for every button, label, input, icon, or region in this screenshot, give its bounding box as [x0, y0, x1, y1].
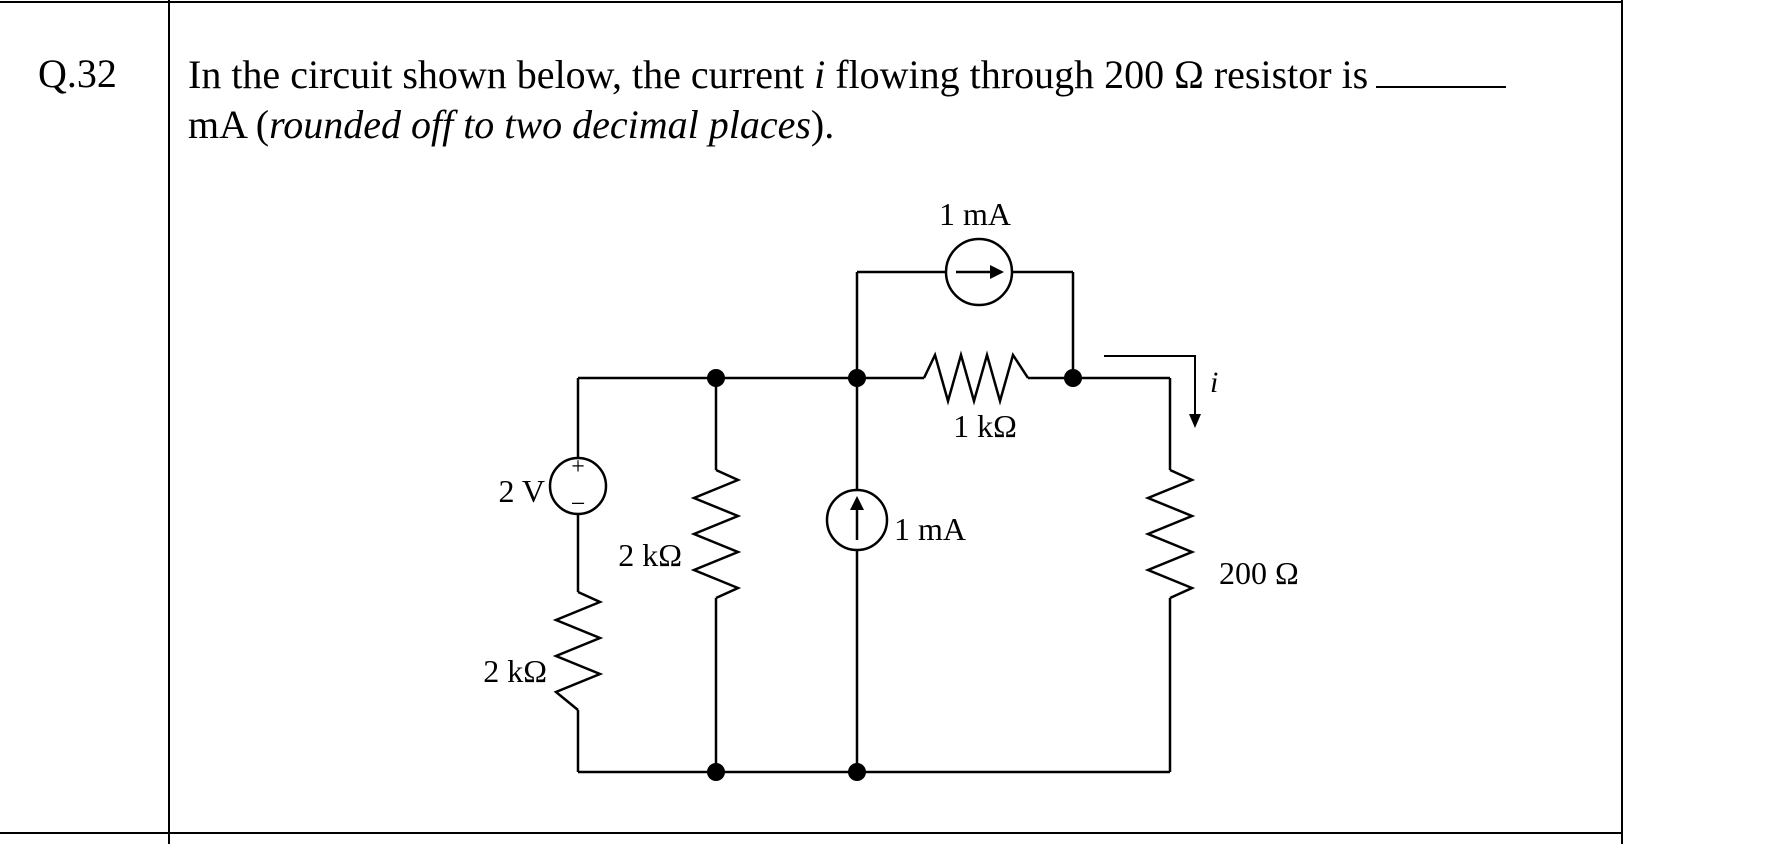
resistor-2k-middle-zigzag — [690, 468, 742, 600]
node-top-center — [848, 369, 866, 387]
voltage-source-2v — [548, 456, 608, 516]
table-row-border — [0, 832, 1623, 834]
node-top-left — [707, 369, 725, 387]
resistor-200-zigzag — [1144, 468, 1196, 600]
question-text-segment: flowing through 200 Ω resistor is — [825, 52, 1369, 97]
label-voltage-source: 2 V — [498, 473, 545, 509]
label-1k-resistor: 1 kΩ — [953, 408, 1017, 444]
question-text-segment: In the circuit shown below, the current — [188, 52, 815, 97]
question-line-2: mA (rounded off to two decimal places). — [188, 100, 1506, 150]
label-left-resistor: 2 kΩ — [483, 653, 547, 689]
column-divider — [168, 0, 170, 844]
label-load-resistor: 200 Ω — [1219, 555, 1299, 591]
circuit-wires — [576, 270, 1172, 774]
question-text: In the circuit shown below, the current … — [188, 50, 1507, 150]
node-bottom-center — [848, 763, 866, 781]
node-bottom-left — [707, 763, 725, 781]
resistor-1k-zigzag — [922, 350, 1030, 406]
current-direction-arrow — [1104, 355, 1201, 428]
current-variable: i — [814, 52, 826, 97]
rounding-instruction: rounded off to two decimal places — [269, 102, 811, 147]
minus-sign: − — [571, 489, 586, 518]
label-current-variable: i — [1210, 366, 1218, 399]
label-top-source: 1 mA — [939, 196, 1011, 232]
answer-blank — [1376, 54, 1507, 88]
resistor-2k-left-zigzag — [552, 590, 604, 711]
arrow-up-icon — [850, 496, 864, 540]
plus-sign: + — [571, 454, 585, 480]
node-top-right — [1064, 369, 1082, 387]
table-top-border — [0, 1, 1623, 3]
arrow-right-icon — [956, 265, 1004, 279]
junction-nodes — [707, 369, 1082, 781]
label-middle-resistor: 2 kΩ — [618, 537, 682, 573]
label-center-source: 1 mA — [894, 511, 966, 547]
question-text-segment: ). — [810, 102, 835, 147]
question-text-segment: mA ( — [188, 102, 270, 147]
table-right-border — [1621, 0, 1623, 844]
question-line-1: In the circuit shown below, the current … — [188, 50, 1507, 100]
question-number: Q.32 — [38, 51, 117, 96]
